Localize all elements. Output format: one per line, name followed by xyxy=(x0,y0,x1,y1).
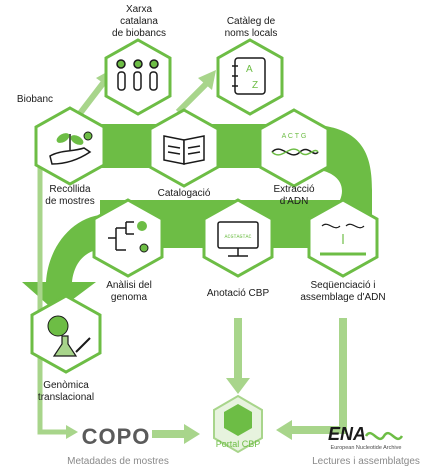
computer-screen-icon: ACGTAGTAC xyxy=(217,221,259,257)
arrow-to-xarxa xyxy=(75,80,107,118)
hex-anotacio: ACGTAGTAC xyxy=(202,198,274,278)
genome-ladybug-icon xyxy=(139,243,149,253)
address-book-icon: A Z xyxy=(232,57,266,95)
ena-logo: ENA European Nucleotide Archive xyxy=(328,424,404,451)
biobanc-line xyxy=(37,148,68,435)
hex-sequenciacio xyxy=(307,198,379,278)
hex-genomica xyxy=(30,294,102,374)
copo-logo-text: COPO xyxy=(82,424,151,449)
hex-extraccio: A C T G xyxy=(258,108,330,188)
ena-subtitle: European Nucleotide Archive xyxy=(331,445,402,451)
genome-leaf-icon xyxy=(137,221,147,231)
arrow-anotacio-portal-head xyxy=(226,378,250,394)
ena-logo-text: ENA xyxy=(328,424,366,444)
az-letter-a: A xyxy=(246,64,253,75)
label-analisi: Anàlisi del genoma xyxy=(106,280,152,303)
hex-cataleg: A Z xyxy=(216,38,284,116)
open-book-icon xyxy=(163,135,205,165)
label-portal-cbp: Portal CBP xyxy=(215,439,261,449)
annotation-screen-text: ACGTAGTAC xyxy=(224,234,251,240)
hex-xarxa xyxy=(104,38,172,116)
label-xarxa-biobancs: Xarxa catalana de biobancs xyxy=(112,4,166,39)
arrow-ena-portal-head xyxy=(276,420,292,440)
ena-wave-icon xyxy=(364,431,404,441)
hex-recollida xyxy=(34,106,106,186)
flask-icon xyxy=(52,335,78,357)
arrow-to-cataleg xyxy=(175,81,209,115)
syringe-icon xyxy=(75,337,91,353)
arrow-to-cataleg-head xyxy=(198,70,216,90)
globe-icon xyxy=(47,315,69,337)
hex-analisi xyxy=(92,198,164,278)
ladybug-icon xyxy=(83,131,93,141)
globe-flask-icon xyxy=(47,315,91,357)
label-biobanc: Biobanc xyxy=(16,94,54,105)
az-letter-z: Z xyxy=(252,80,258,91)
hand-plant-icon xyxy=(49,131,93,165)
label-cataleg-noms: Catàleg de noms locals xyxy=(224,16,278,39)
sequencing-icon xyxy=(320,223,366,256)
label-catalogacio: Catalogació xyxy=(157,188,211,199)
arrow-copo-portal-head xyxy=(184,424,200,444)
label-sequenciacio: Seqüenciació i assemblage d'ADN xyxy=(300,280,386,303)
dna-letters: A C T G xyxy=(282,133,307,140)
biobanc-line-arrowhead xyxy=(66,425,78,439)
label-lectures: Lectures i assemblatges xyxy=(312,456,420,467)
label-genomica: Genòmica translacional xyxy=(37,380,95,403)
label-metadades: Metadades de mostres xyxy=(67,456,169,467)
dna-helix-icon: A C T G xyxy=(271,133,319,156)
phylogeny-tree-icon xyxy=(108,221,149,253)
label-recollida: Recollida de mostres xyxy=(45,184,95,207)
arrow-ena-portal-line xyxy=(290,318,347,434)
copo-logo: COPO xyxy=(82,424,151,449)
label-extraccio: Extracció d'ADN xyxy=(273,184,315,207)
hex-catalogacio xyxy=(148,108,220,188)
label-anotacio: Anotació CBP xyxy=(206,288,270,299)
portal-cbp-logo xyxy=(213,394,263,454)
test-tubes-icon xyxy=(116,59,159,91)
